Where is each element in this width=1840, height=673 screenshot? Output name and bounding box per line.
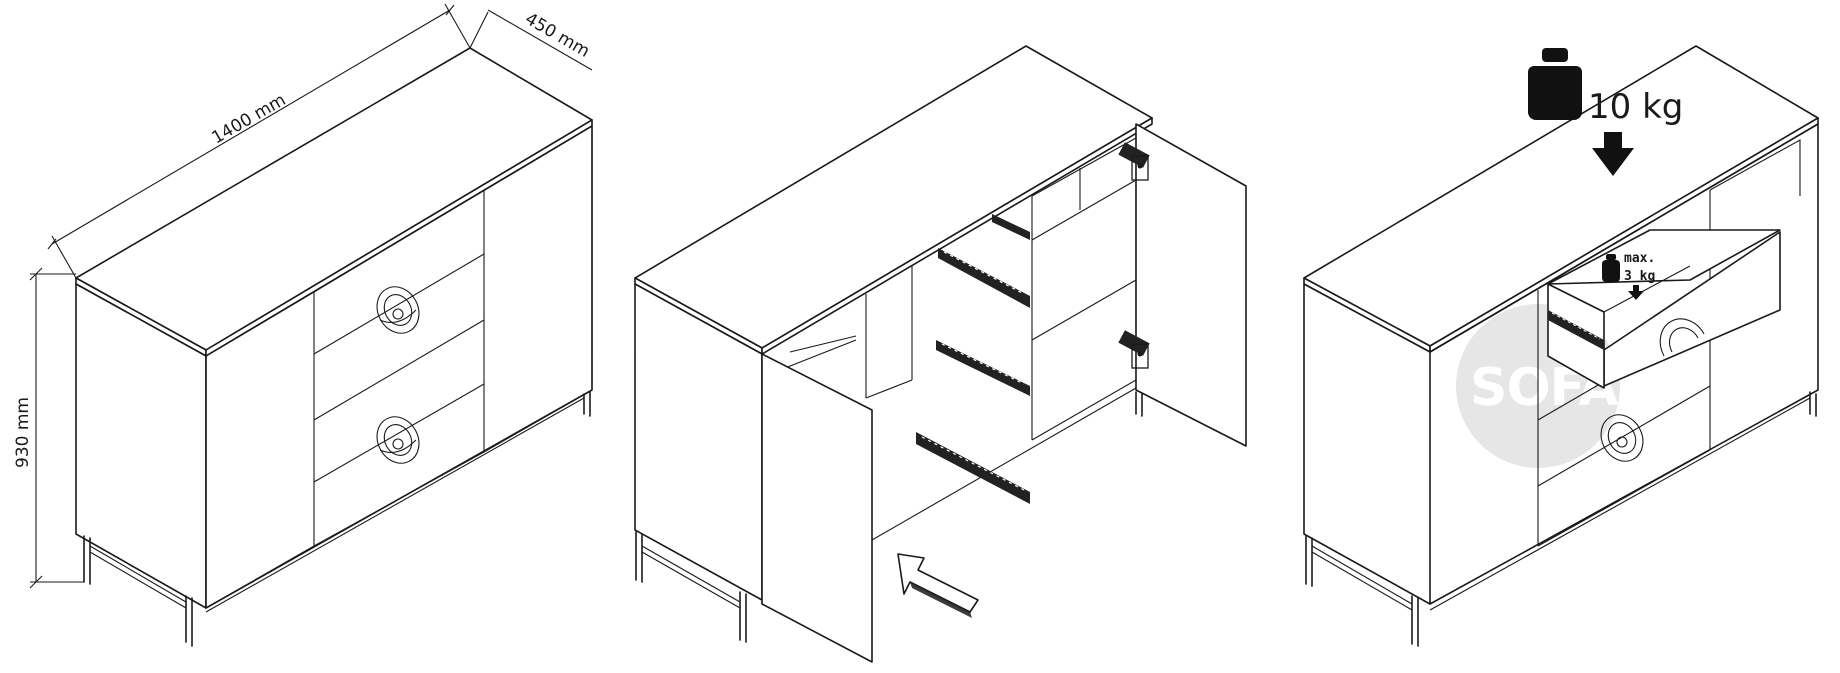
figure-dimensions: 1400 mm 450 mm 930 mm	[13, 3, 593, 647]
push-arrow-icon	[897, 553, 979, 613]
height-label: 930 mm	[13, 397, 33, 468]
drawer-load-label-2: 3 kg	[1624, 269, 1655, 284]
sideboard-1-body	[75, 47, 593, 647]
open-right-door	[1135, 123, 1247, 447]
open-left-door	[761, 353, 873, 663]
legs-1	[83, 391, 591, 647]
arrow-down-icon	[1628, 285, 1644, 300]
weight-icon	[1528, 48, 1582, 120]
legs-2	[635, 391, 1143, 643]
drawer-runner-icon	[916, 214, 1030, 504]
figure-open-doors	[634, 45, 1247, 663]
legs-3	[1305, 391, 1817, 647]
drawer-stack-1	[313, 189, 485, 547]
dimension-height: 930 mm	[13, 267, 84, 589]
drawer-load-label-1: max.	[1624, 251, 1655, 266]
top-load-label: 10 kg	[1588, 87, 1683, 127]
hinge-icon	[1118, 330, 1150, 369]
hinge-icon	[1118, 142, 1150, 181]
drawer-handle	[376, 286, 420, 334]
drawer-handle	[1600, 414, 1644, 462]
drawer-handle	[376, 416, 420, 464]
figure-load-capacity: SOFA	[1303, 45, 1819, 647]
width-label: 1400 mm	[209, 90, 290, 148]
weight-icon	[1602, 254, 1620, 282]
drawer-handle	[1659, 318, 1705, 357]
arrow-down-icon	[1592, 132, 1634, 176]
